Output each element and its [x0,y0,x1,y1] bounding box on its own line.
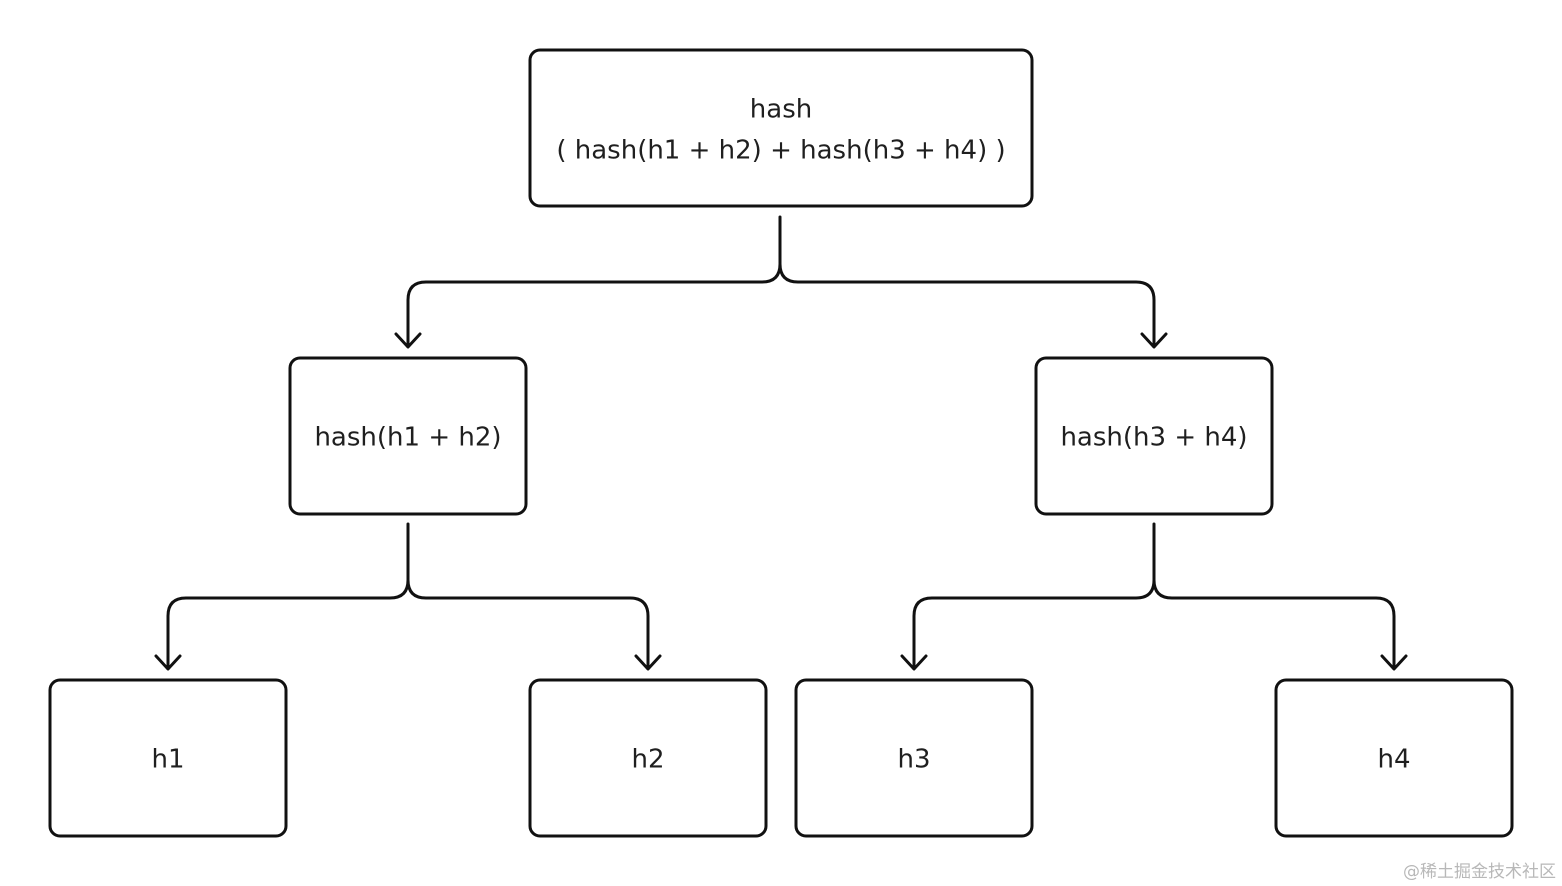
arrowhead-right [1140,332,1168,349]
arrowhead-h4 [1380,654,1408,671]
leaf-node-h3: h3 [794,678,1034,838]
leaf-label-h2: h2 [631,745,664,775]
root-node-line2: ( hash(h1 + h2) + hash(h3 + h4) ) [556,136,1005,166]
arrowhead-h2 [634,654,662,671]
root-node: hash ( hash(h1 + h2) + hash(h3 + h4) ) [528,48,1034,208]
right-connector [900,522,1408,671]
leaf-node-h1: h1 [48,678,288,838]
edge-root-to-left [406,215,782,348]
right-node: hash(h3 + h4) [1034,356,1274,516]
root-connector [394,215,1168,349]
left-connector [154,522,662,671]
watermark: @稀土掘金技术社区 [1403,862,1556,882]
edge-right-to-h3 [912,522,1156,670]
leaf-node-h4: h4 [1274,678,1514,838]
arrowhead-left [394,332,422,349]
left-node-label: hash(h1 + h2) [314,423,501,453]
arrowhead-h3 [900,654,928,671]
leaf-label-h1: h1 [151,745,184,775]
right-node-label: hash(h3 + h4) [1060,423,1247,453]
arrowhead-h1 [154,654,182,671]
edge-left-to-h2 [406,578,650,670]
root-node-line1: hash [750,95,812,125]
leaf-label-h4: h4 [1377,745,1410,775]
leaf-label-h3: h3 [897,745,930,775]
edge-left-to-h1 [166,522,410,670]
leaf-node-h2: h2 [528,678,768,838]
left-node: hash(h1 + h2) [288,356,528,516]
edge-right-to-h4 [1152,578,1396,670]
edge-root-to-right [778,262,1156,348]
